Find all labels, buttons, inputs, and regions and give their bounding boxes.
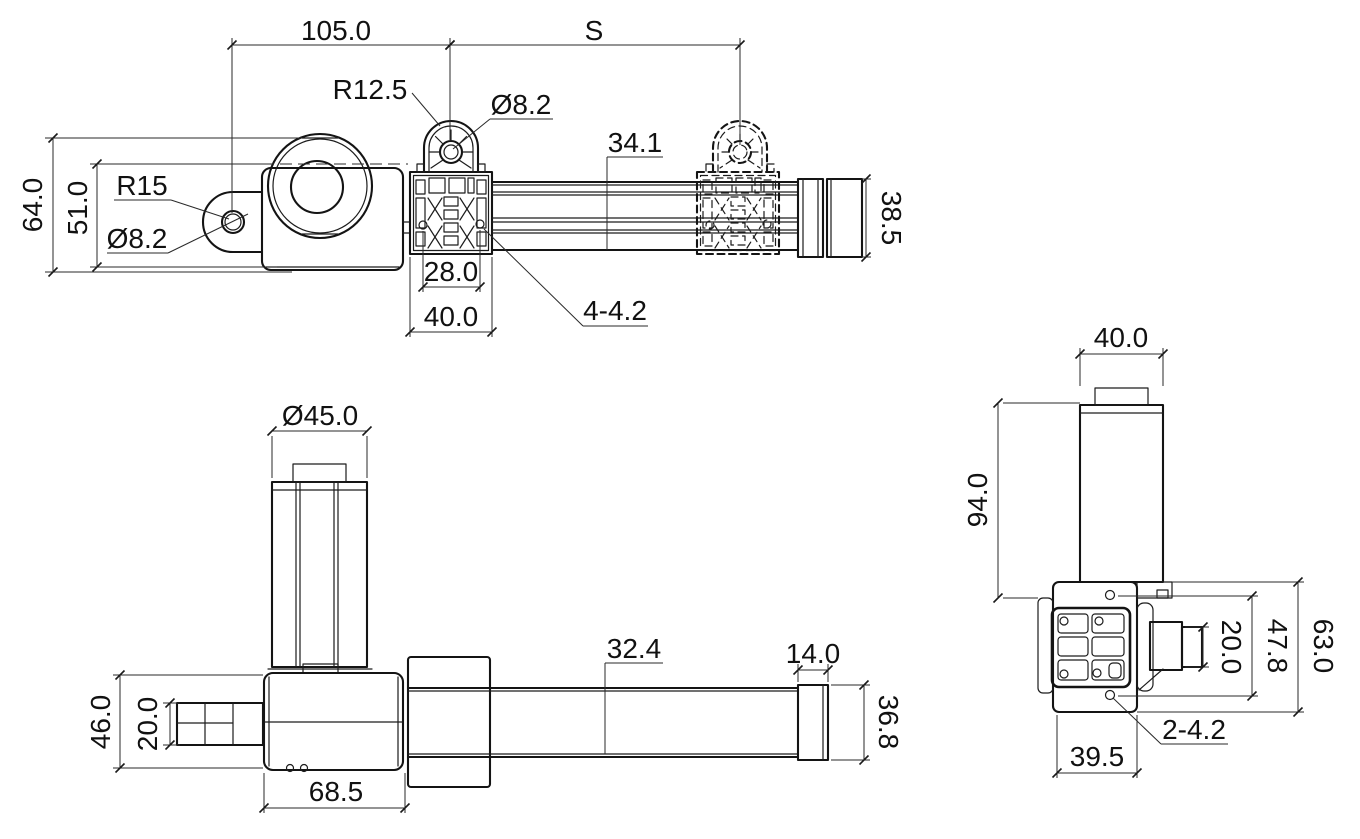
dim-tick (444, 39, 456, 51)
dim-axis-height: 51.0 (62, 181, 93, 236)
gearbox-body-outline (260, 166, 411, 272)
dim-screw-holes: 2-4.2 (1162, 714, 1226, 745)
clevis-end-outline (1136, 602, 1204, 692)
dim-tick (91, 261, 103, 273)
dim-rear-height: 46.0 (85, 695, 116, 750)
dim-tick (858, 679, 870, 691)
dim-motor-dia: Ø45.0 (282, 400, 358, 431)
dim-tick (1131, 767, 1143, 779)
side-view-dimensions: 40.0 94.0 20.0 47.8 63.0 39.5 2-4.2 (962, 322, 1339, 779)
dim-tick (858, 754, 870, 766)
dim-tick (164, 697, 176, 709)
dim-housing-width: 39.5 (1070, 741, 1125, 772)
dim-clevis-radius: R15 (116, 170, 167, 201)
dim-tick (1051, 767, 1063, 779)
dim-tick (361, 425, 373, 437)
dim-tick (822, 664, 834, 676)
top-view-dimensions: 105.0 S R12.5 Ø8.2 34.1 64.0 51.0 R15 Ø8 (17, 15, 907, 338)
dim-tick (258, 802, 270, 814)
tube-outline (490, 180, 800, 252)
motor-side-outline (1078, 387, 1165, 584)
dim-motor-width: 40.0 (1094, 322, 1149, 353)
dim-tick (91, 158, 103, 170)
dim-tick (1157, 348, 1169, 360)
dim-stroke: S (585, 15, 604, 46)
dim-tick (860, 173, 872, 185)
dim-tick (992, 592, 1004, 604)
housing-outline (262, 671, 405, 773)
dim-tick (734, 39, 746, 51)
dim-hole-spacing: 28.0 (424, 256, 479, 287)
mount-block-rear-hidden (695, 119, 781, 256)
dim-mount-holes: 4-4.2 (583, 295, 647, 326)
dim-tick (226, 39, 238, 51)
dim-housing-height: 63.0 (1308, 619, 1339, 674)
dim-rod-width: 32.4 (607, 633, 662, 664)
front-view-dimensions: Ø45.0 46.0 20.0 68.5 32.4 14.0 36.8 (85, 400, 904, 814)
dim-tick (164, 739, 176, 751)
motor-top-circle (266, 132, 374, 240)
dim-tick (114, 762, 126, 774)
dim-tick (47, 266, 59, 278)
dim-block-width: 40.0 (424, 301, 479, 332)
rear-clevis-outline (202, 190, 264, 254)
dim-mount-span: 105.0 (301, 15, 371, 46)
dim-tick (114, 669, 126, 681)
front-end-cap-outline (796, 177, 864, 259)
dim-clevis-hole-dia: Ø8.2 (107, 223, 168, 254)
rear-clevis-side-outline (175, 701, 265, 747)
dim-hole-span: 47.8 (1262, 619, 1293, 674)
rod-end-cap-outline (796, 683, 830, 762)
dim-clevis-thickness: 20.0 (132, 697, 163, 752)
front-view: Ø45.0 46.0 20.0 68.5 32.4 14.0 36.8 (85, 400, 904, 814)
housing-side-outline (1051, 580, 1173, 714)
screw-holes (1104, 589, 1116, 701)
dim-tick (404, 326, 416, 338)
dim-overall-height: 64.0 (17, 178, 48, 233)
dim-tick (399, 802, 411, 814)
dim-tick (792, 664, 804, 676)
guide-block-outline (406, 655, 492, 789)
dim-end-height: 38.5 (876, 191, 907, 246)
side-view: 40.0 94.0 20.0 47.8 63.0 39.5 2-4.2 (962, 322, 1339, 779)
dim-housing-length: 68.5 (309, 776, 364, 807)
dim-rod-end-height: 36.8 (873, 695, 904, 750)
dim-rod-end-length: 14.0 (786, 638, 841, 669)
dim-motor-length: 94.0 (962, 473, 993, 528)
dim-tube-width: 34.1 (608, 127, 663, 158)
dim-bracket-radius: R12.5 (333, 74, 408, 105)
dim-tick (992, 397, 1004, 409)
dim-tick (1197, 621, 1209, 633)
dim-tick (486, 326, 498, 338)
dim-tick (1197, 661, 1209, 673)
dim-tick (1292, 576, 1304, 588)
dim-tick (1246, 590, 1258, 602)
dim-tick (417, 281, 429, 293)
dim-tick (474, 281, 486, 293)
dim-tick (1292, 706, 1304, 718)
dim-tick (1246, 690, 1258, 702)
motor-tube-outline (267, 463, 373, 674)
dim-tick (47, 132, 59, 144)
dim-shaft-width: 20.0 (1216, 620, 1247, 675)
top-view: 105.0 S R12.5 Ø8.2 34.1 64.0 51.0 R15 Ø8 (17, 15, 907, 338)
rod-outline (406, 686, 800, 759)
dim-tick (1074, 348, 1086, 360)
connector-block (1050, 606, 1132, 689)
dim-tick (266, 425, 278, 437)
dim-tick (860, 251, 872, 263)
dim-bracket-hole-dia: Ø8.2 (491, 89, 552, 120)
